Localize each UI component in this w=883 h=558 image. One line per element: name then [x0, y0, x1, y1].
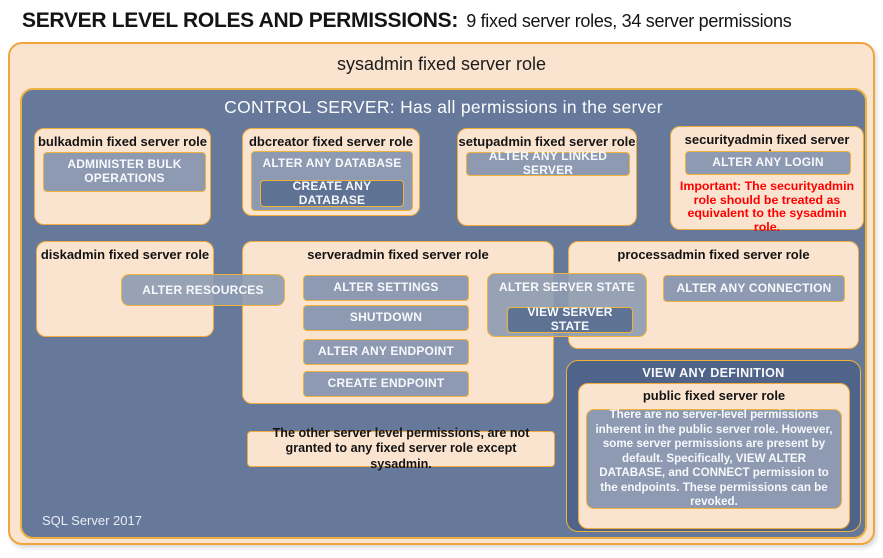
permission-alter-server-state: ALTER SERVER STATE VIEW SERVER STATE — [487, 273, 647, 337]
setupadmin-role-box: setupadmin fixed server role ALTER ANY L… — [457, 128, 637, 226]
permission-alter-any-linked-server: ALTER ANY LINKED SERVER — [466, 149, 630, 177]
page-title-main: SERVER LEVEL ROLES AND PERMISSIONS: — [22, 9, 459, 32]
permission-alter-any-database-label: ALTER ANY DATABASE — [262, 156, 402, 170]
permission-alter-resources: ALTER RESOURCES — [121, 274, 285, 306]
public-role-title: public fixed server role — [642, 388, 786, 403]
permission-view-server-state: VIEW SERVER STATE — [507, 305, 633, 333]
permission-alter-any-endpoint: ALTER ANY ENDPOINT — [303, 339, 469, 365]
other-permissions-note: The other server level permissions, are … — [247, 426, 555, 471]
permission-alter-any-database: ALTER ANY DATABASE CREATE ANY DATABASE — [251, 151, 413, 211]
bulkadmin-role-box: bulkadmin fixed server role ADMINISTER B… — [34, 128, 211, 225]
permission-create-any-database: CREATE ANY DATABASE — [260, 179, 404, 207]
control-server-title: CONTROL SERVER: Has all permissions in t… — [224, 97, 663, 117]
securityadmin-role-box: securityadmin fixed server role ALTER AN… — [670, 126, 864, 234]
sysadmin-role-title: sysadmin fixed server role — [336, 54, 547, 74]
setupadmin-role-title: setupadmin fixed server role — [458, 134, 636, 149]
page-title: SERVER LEVEL ROLES AND PERMISSIONS: 9 fi… — [22, 9, 792, 33]
control-server-box: CONTROL SERVER: Has all permissions in t… — [20, 88, 867, 539]
serveradmin-role-box: serveradmin fixed server role ALTER SETT… — [242, 241, 554, 404]
page-title-subtitle: 9 fixed server roles, 34 server permissi… — [466, 11, 792, 31]
permission-alter-any-login: ALTER ANY LOGIN — [685, 151, 851, 175]
permission-alter-any-connection: ALTER ANY CONNECTION — [663, 275, 845, 302]
serveradmin-role-title: serveradmin fixed server role — [307, 247, 489, 262]
dbcreator-role-title: dbcreator fixed server role — [248, 134, 414, 149]
permission-alter-settings: ALTER SETTINGS — [303, 275, 469, 301]
permission-view-any-definition: VIEW ANY DEFINITION — [642, 366, 785, 380]
securityadmin-warning-text: Important: The securityadmin role should… — [679, 179, 855, 234]
permission-create-endpoint: CREATE ENDPOINT — [303, 371, 469, 397]
public-role-box: public fixed server role There are no se… — [578, 383, 850, 529]
permission-administer-bulk-operations: ADMINISTER BULK OPERATIONS — [43, 152, 206, 192]
permission-shutdown: SHUTDOWN — [303, 305, 469, 331]
permission-alter-server-state-label: ALTER SERVER STATE — [498, 280, 636, 294]
public-role-note: There are no server-level permissions in… — [586, 408, 842, 509]
bulkadmin-role-title: bulkadmin fixed server role — [37, 134, 208, 149]
processadmin-role-title: processadmin fixed server role — [617, 247, 810, 262]
view-any-definition-box: VIEW ANY DEFINITION public fixed server … — [566, 360, 861, 532]
diskadmin-role-title: diskadmin fixed server role — [40, 247, 210, 262]
sysadmin-role-box: sysadmin fixed server role CONTROL SERVE… — [8, 42, 875, 545]
sql-server-version-label: SQL Server 2017 — [42, 513, 142, 528]
dbcreator-role-box: dbcreator fixed server role ALTER ANY DA… — [242, 128, 420, 216]
